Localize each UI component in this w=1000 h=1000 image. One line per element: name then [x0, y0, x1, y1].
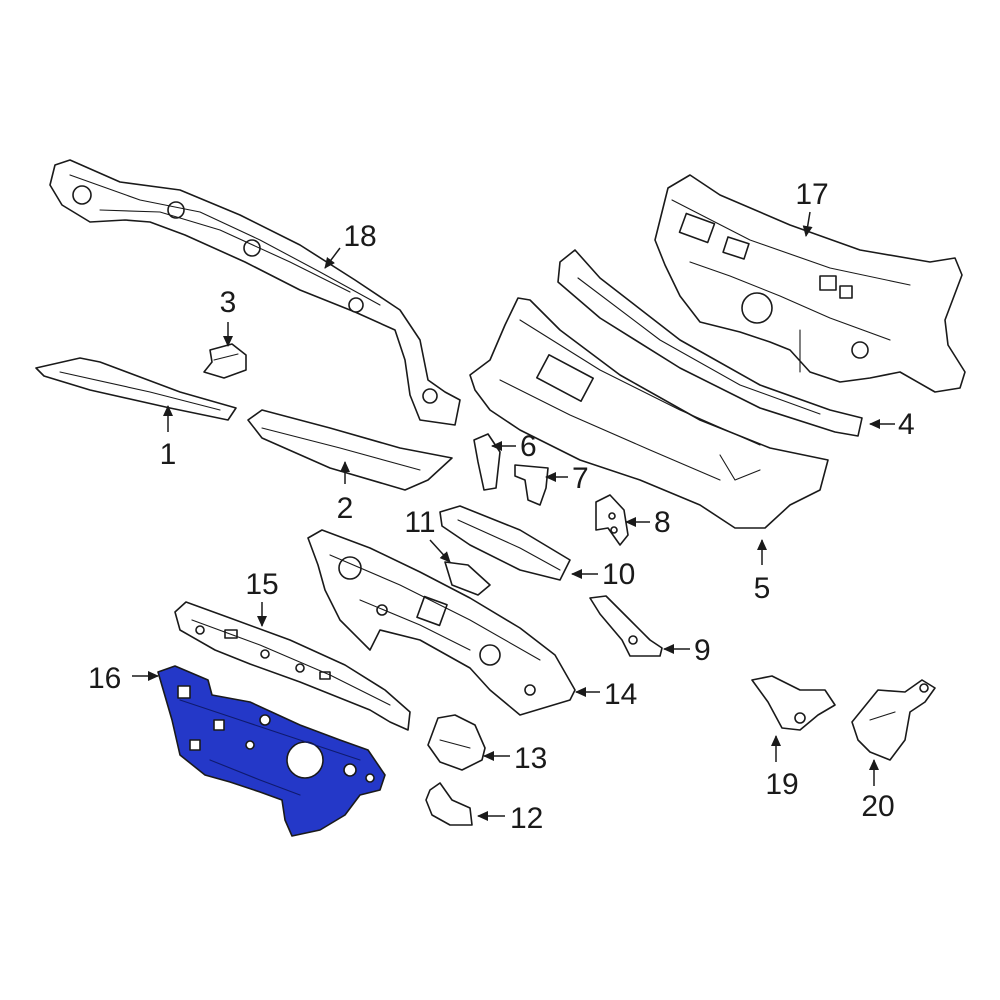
part-14-dash-panel[interactable] [307, 529, 576, 716]
part-5-cowl-panel[interactable] [469, 297, 829, 529]
callout-7: 7 [572, 462, 589, 495]
part-1-side-panel[interactable] [35, 357, 237, 421]
callout-12: 12 [510, 802, 543, 835]
part-4-cowl-bar[interactable] [557, 249, 863, 437]
callout-9: 9 [694, 634, 711, 667]
callout-6: 6 [520, 430, 537, 463]
part-12-bracket[interactable] [425, 782, 473, 826]
part-17-dash-panel[interactable] [654, 174, 966, 393]
part-15-lower-rail[interactable] [174, 601, 411, 731]
part-7-brace[interactable] [514, 464, 549, 506]
callout-19: 19 [765, 768, 798, 801]
callout-3: 3 [220, 286, 237, 319]
callout-numbers: 1 2 3 4 5 6 7 8 9 10 11 12 13 14 15 16 1… [88, 178, 915, 835]
callout-leaders [132, 211, 895, 821]
callout-15: 15 [245, 568, 278, 601]
part-2-side-panel[interactable] [247, 409, 453, 491]
callout-4: 4 [898, 408, 915, 441]
callout-17: 17 [795, 178, 828, 211]
callout-11: 11 [404, 506, 435, 539]
callout-18: 18 [343, 220, 376, 253]
callout-10: 10 [602, 558, 635, 591]
part-13-bracket[interactable] [427, 714, 486, 771]
part-20-bracket[interactable] [851, 679, 936, 761]
callout-14: 14 [604, 678, 637, 711]
part-8-bracket[interactable] [595, 494, 629, 546]
callout-20: 20 [861, 790, 894, 823]
part-16-dash-insulator[interactable] [157, 665, 386, 837]
part-10-reinforcement[interactable] [439, 505, 571, 581]
part-11-bracket[interactable] [444, 561, 491, 596]
callout-13: 13 [514, 742, 547, 775]
callout-2: 2 [337, 492, 354, 525]
callout-5: 5 [754, 572, 771, 605]
part-18-cowl-rail[interactable] [49, 159, 461, 426]
part-3-bracket[interactable] [203, 343, 247, 379]
part-6-brace[interactable] [473, 433, 501, 491]
callout-8: 8 [654, 506, 671, 539]
callout-1: 1 [160, 438, 177, 471]
callout-16: 16 [88, 662, 121, 695]
part-19-bracket[interactable] [751, 675, 836, 731]
part-9-bracket[interactable] [589, 595, 663, 657]
